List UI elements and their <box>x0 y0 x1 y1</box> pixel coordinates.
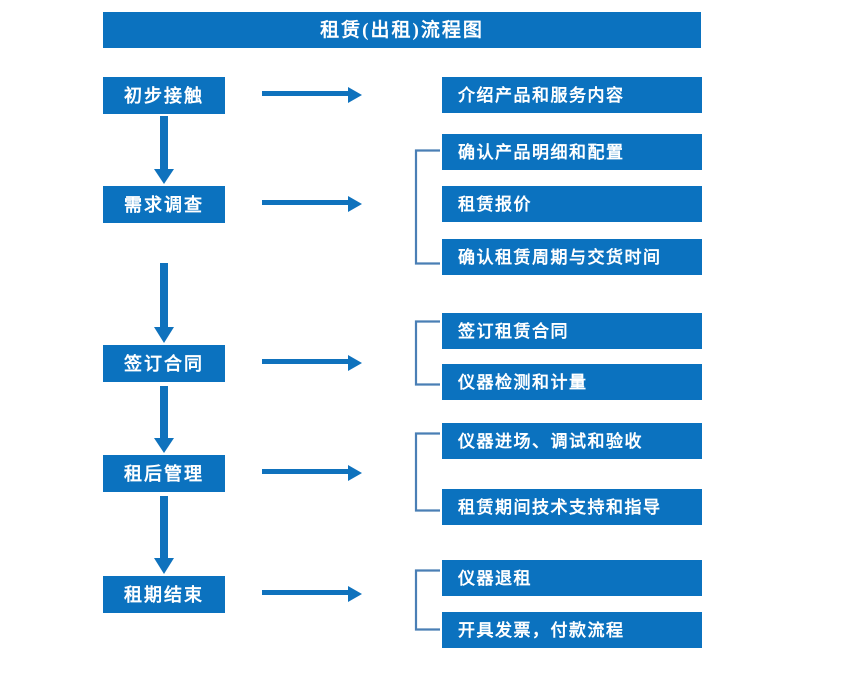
stage-box-initial-contact[interactable]: 初步接触 <box>103 77 225 114</box>
detail-box-intro-products-services[interactable]: 介绍产品和服务内容 <box>442 77 702 113</box>
detail-box-confirm-period-delivery[interactable]: 确认租赁周期与交货时间 <box>442 239 702 275</box>
horizontal-arrow-stage2 <box>262 194 362 214</box>
detail-box-invoice-payment-process[interactable]: 开具发票，付款流程 <box>442 612 702 648</box>
diagram-title: 租赁(出租)流程图 <box>103 12 701 48</box>
horizontal-arrow-stage5 <box>262 584 362 604</box>
vertical-arrow-stage2-to-stage3 <box>154 263 174 343</box>
detail-box-sign-rental-contract[interactable]: 签订租赁合同 <box>442 313 702 349</box>
stage-box-requirement-survey[interactable]: 需求调查 <box>103 186 225 223</box>
horizontal-arrow-stage4 <box>262 463 362 483</box>
detail-box-instrument-entry-debug-acceptance[interactable]: 仪器进场、调试和验收 <box>442 423 702 459</box>
vertical-arrow-stage4-to-stage5 <box>154 496 174 574</box>
group-bracket-requirement-survey <box>414 149 440 265</box>
group-bracket-post-rental-management <box>414 432 440 512</box>
horizontal-arrow-stage1 <box>262 85 362 105</box>
vertical-arrow-stage1-to-stage2 <box>154 116 174 184</box>
group-bracket-rental-end <box>414 569 440 631</box>
detail-box-confirm-product-details[interactable]: 确认产品明细和配置 <box>442 134 702 170</box>
horizontal-arrow-stage3 <box>262 353 362 373</box>
detail-box-rental-quotation[interactable]: 租赁报价 <box>442 186 702 222</box>
group-bracket-sign-contract <box>414 320 440 386</box>
vertical-arrow-stage3-to-stage4 <box>154 386 174 453</box>
detail-box-instrument-return[interactable]: 仪器退租 <box>442 560 702 596</box>
stage-box-rental-end[interactable]: 租期结束 <box>103 576 225 613</box>
detail-box-instrument-inspection-metering[interactable]: 仪器检测和计量 <box>442 364 702 400</box>
stage-box-post-rental-management[interactable]: 租后管理 <box>103 455 225 492</box>
stage-box-sign-contract[interactable]: 签订合同 <box>103 345 225 382</box>
detail-box-technical-support-guidance[interactable]: 租赁期间技术支持和指导 <box>442 489 702 525</box>
